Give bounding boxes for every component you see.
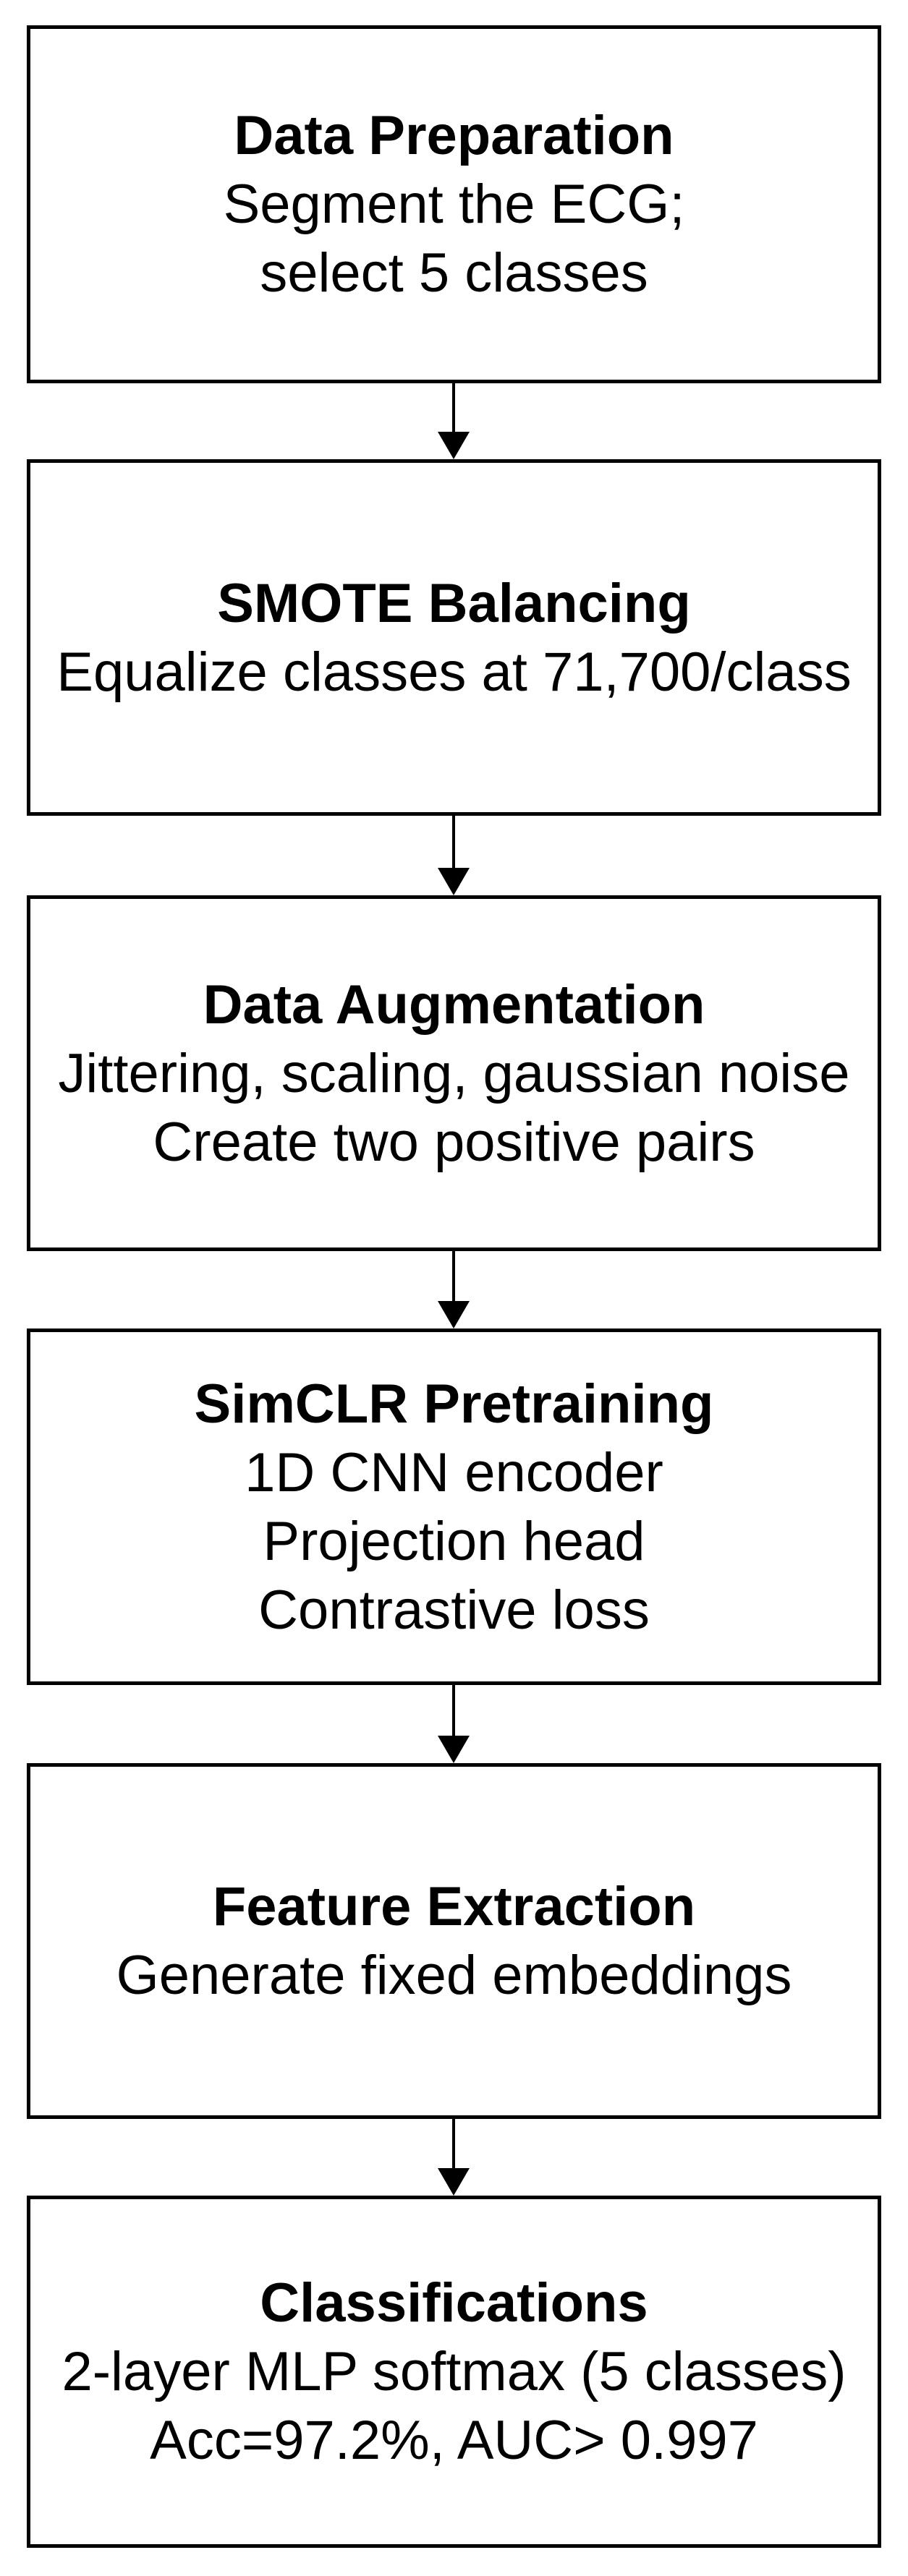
arrow-head-icon [438,2168,470,2196]
step-detail-line: Create two positive pairs [153,1111,755,1173]
arrow-head-icon [438,1301,470,1328]
arrow-head-icon [438,868,470,895]
step-box-data-augmentation: Data Augmentation Jittering, scaling, ga… [27,895,881,1251]
step-detail-line: 2-layer MLP softmax (5 classes) [61,2341,847,2402]
step-title: Data Augmentation [203,973,705,1036]
step-detail-line: Jittering, scaling, gaussian noise [58,1042,850,1104]
arrow-line [452,383,455,455]
step-title: Classifications [260,2272,648,2334]
down-arrow [438,816,470,895]
step-box-smote-balancing: SMOTE Balancing Equalize classes at 71,7… [27,459,881,816]
step-detail-line: Generate fixed embeddings [116,1945,792,2006]
step-title: SMOTE Balancing [217,572,691,634]
arrow-line [452,816,455,891]
step-box-simclr-pretraining: SimCLR Pretraining 1D CNN encoder Projec… [27,1328,881,1685]
arrow-line [452,1251,455,1324]
step-title: SimCLR Pretraining [194,1373,714,1435]
step-detail-line: Equalize classes at 71,700/class [56,641,852,703]
step-detail-line: Segment the ECG; [223,174,685,235]
step-detail-line: Acc=97.2%, AUC> 0.997 [150,2410,758,2471]
down-arrow [438,1251,470,1328]
step-box-classifications: Classifications 2-layer MLP softmax (5 c… [27,2196,881,2548]
step-detail-line: select 5 classes [260,242,648,304]
step-box-feature-extraction: Feature Extraction Generate fixed embedd… [27,1763,881,2119]
step-box-data-preparation: Data Preparation Segment the ECG; select… [27,25,881,383]
down-arrow [438,2119,470,2196]
arrow-head-icon [438,1736,470,1763]
step-detail-line: Projection head [263,1510,645,1572]
step-title: Data Preparation [234,105,674,166]
step-title: Feature Extraction [212,1876,696,1937]
arrow-line [452,2119,455,2191]
arrow-line [452,1685,455,1759]
step-detail-line: Contrastive loss [258,1579,650,1641]
down-arrow [438,1685,470,1763]
arrow-head-icon [438,432,470,459]
step-detail-line: 1D CNN encoder [245,1441,663,1504]
down-arrow [438,383,470,459]
